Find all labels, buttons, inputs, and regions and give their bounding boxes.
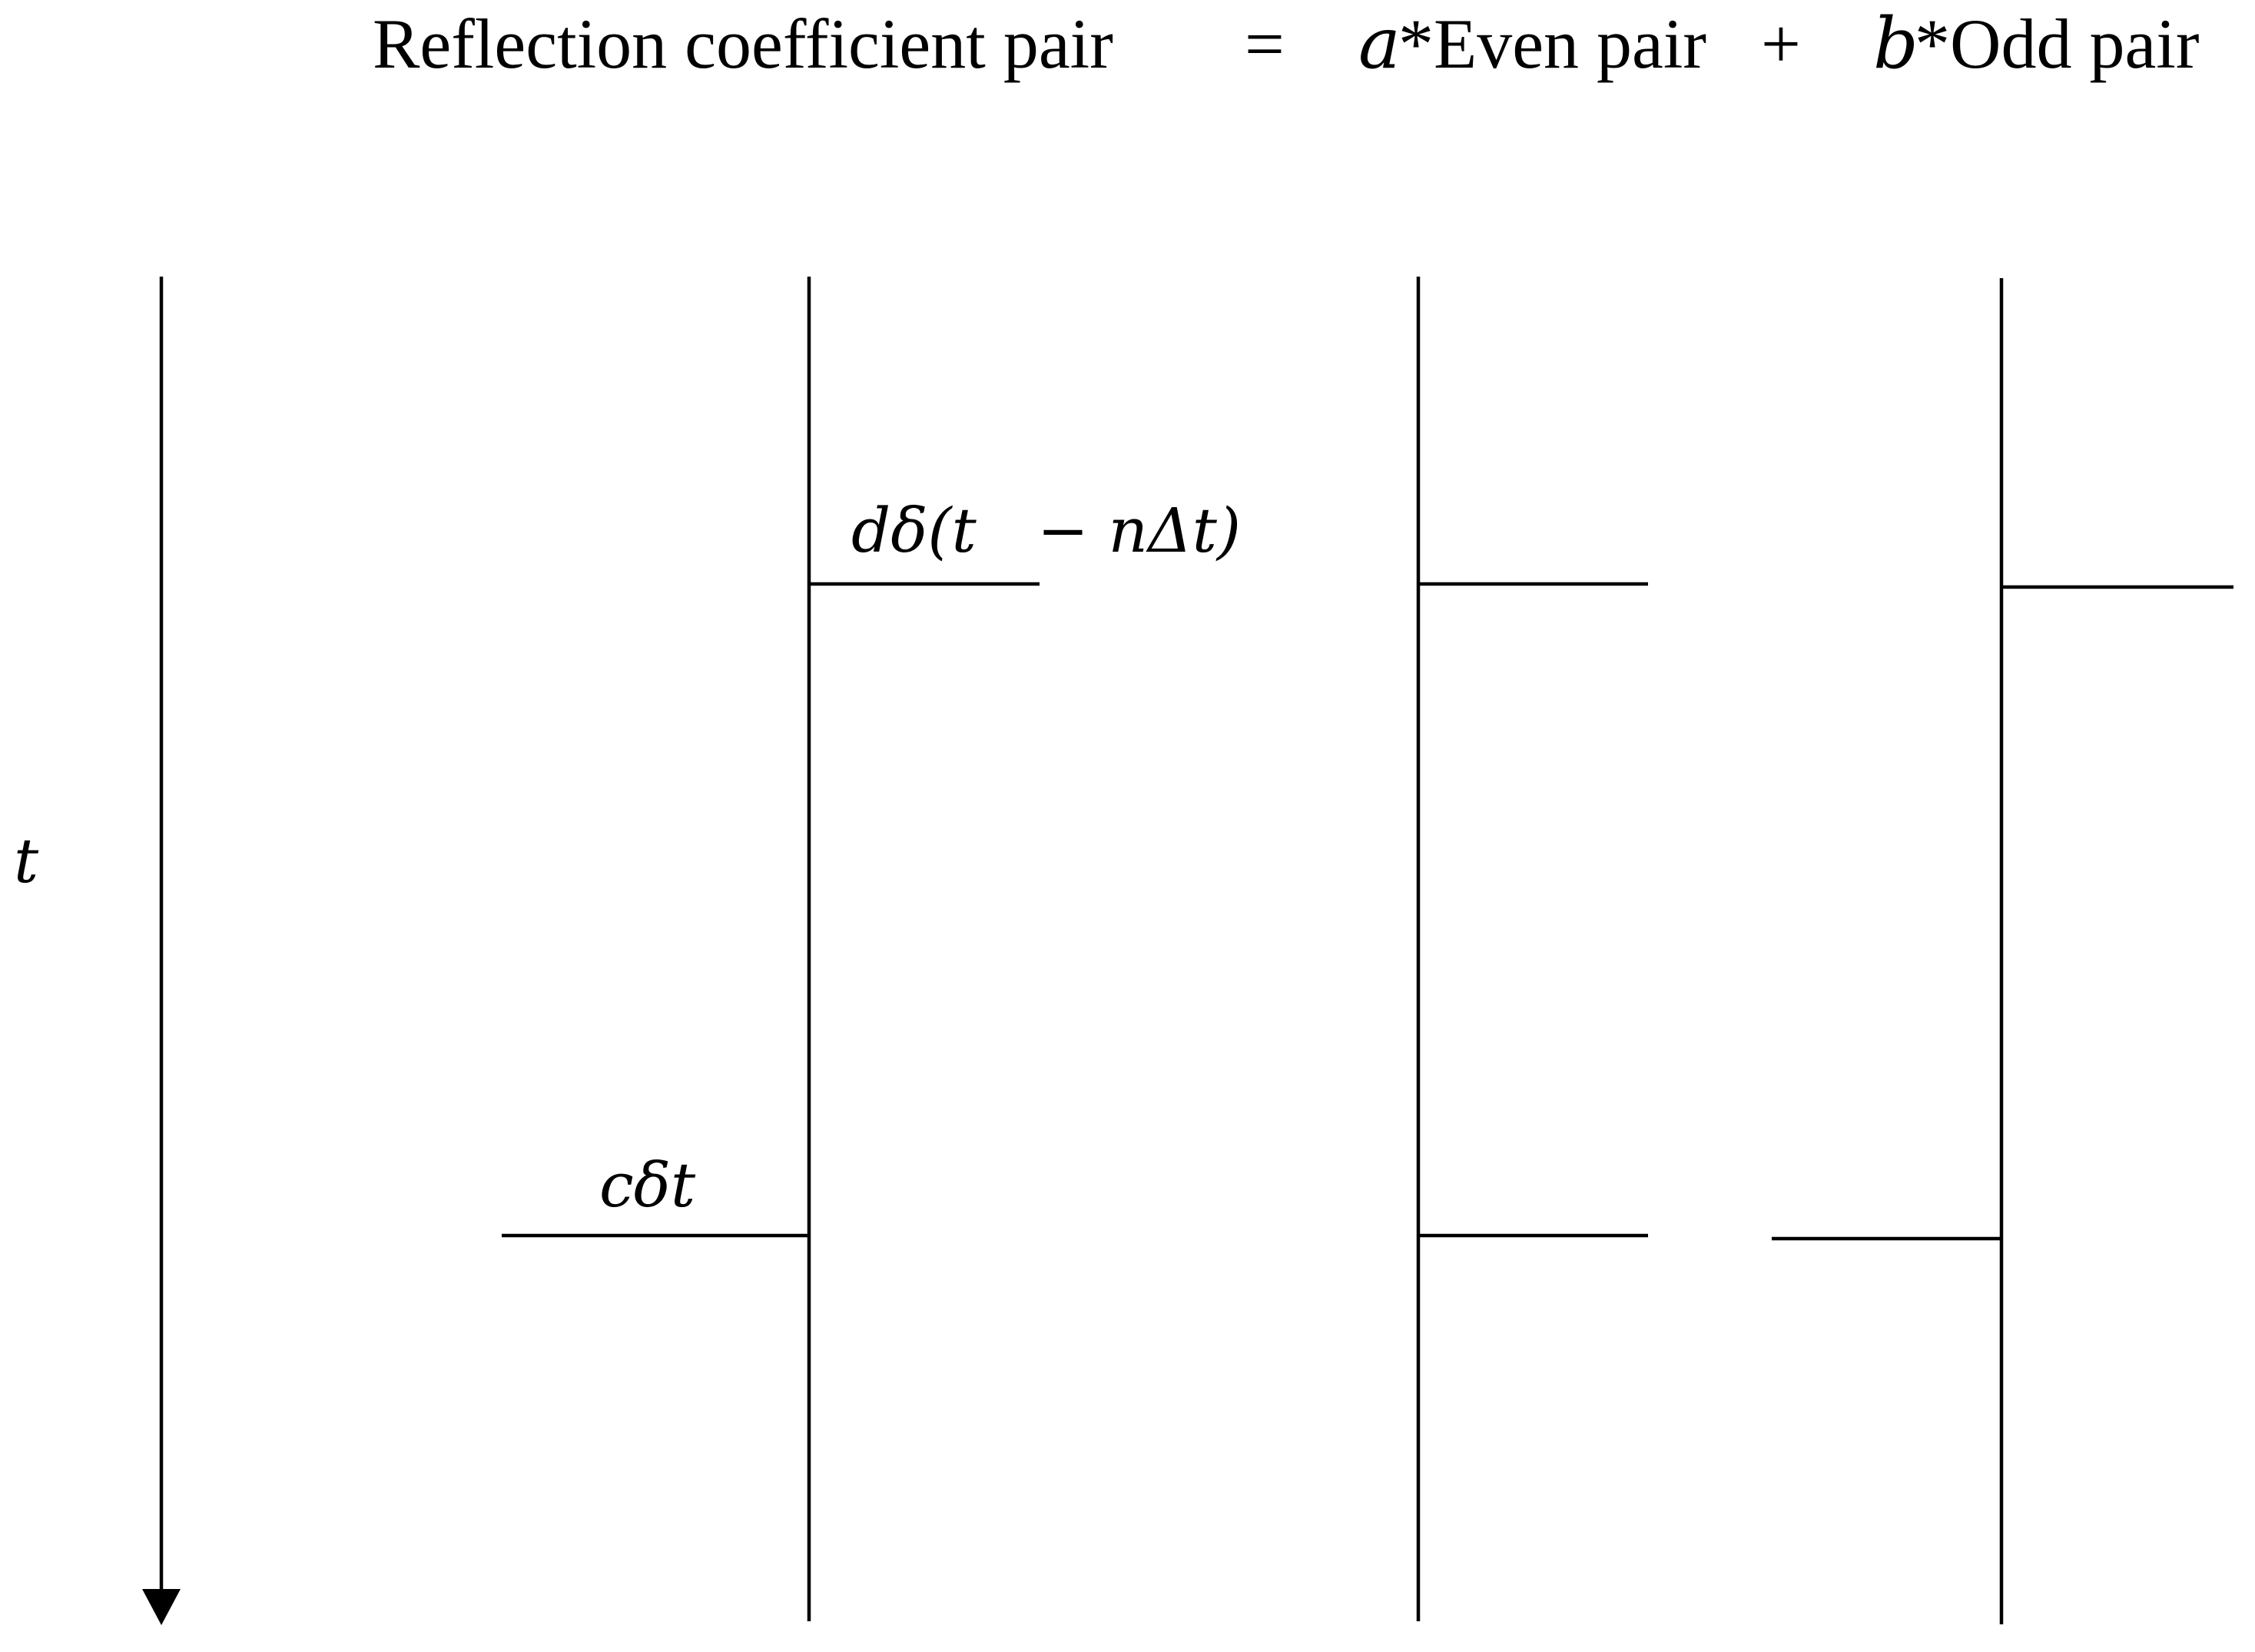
coefficient-a: a [1358,2,1401,85]
spike-2-label-right: − nΔt) [1037,495,1241,566]
equation-plus: + [1761,5,1801,83]
spike-2-label-left: dδ(t [851,495,977,566]
time-axis-label: t [14,825,39,897]
even-pair-trace [1416,277,1648,1621]
spike-1-label: cδt [599,1149,696,1221]
odd-pair-trace [1772,278,2233,1624]
equation-equals: = [1245,5,1285,83]
equation-lhs: Reflection coefficient pair [373,5,1113,83]
even-pair-term: *Even pair [1398,5,1706,83]
time-axis: t [14,277,181,1625]
coefficient-b: b [1873,2,1918,85]
reflection-pair-trace: cδt dδ(t − nΔt) [502,277,1241,1621]
equation: Reflection coefficient pair = a *Even pa… [373,2,2199,85]
odd-pair-term: *Odd pair [1915,5,2199,83]
time-axis-arrowhead [142,1589,181,1625]
